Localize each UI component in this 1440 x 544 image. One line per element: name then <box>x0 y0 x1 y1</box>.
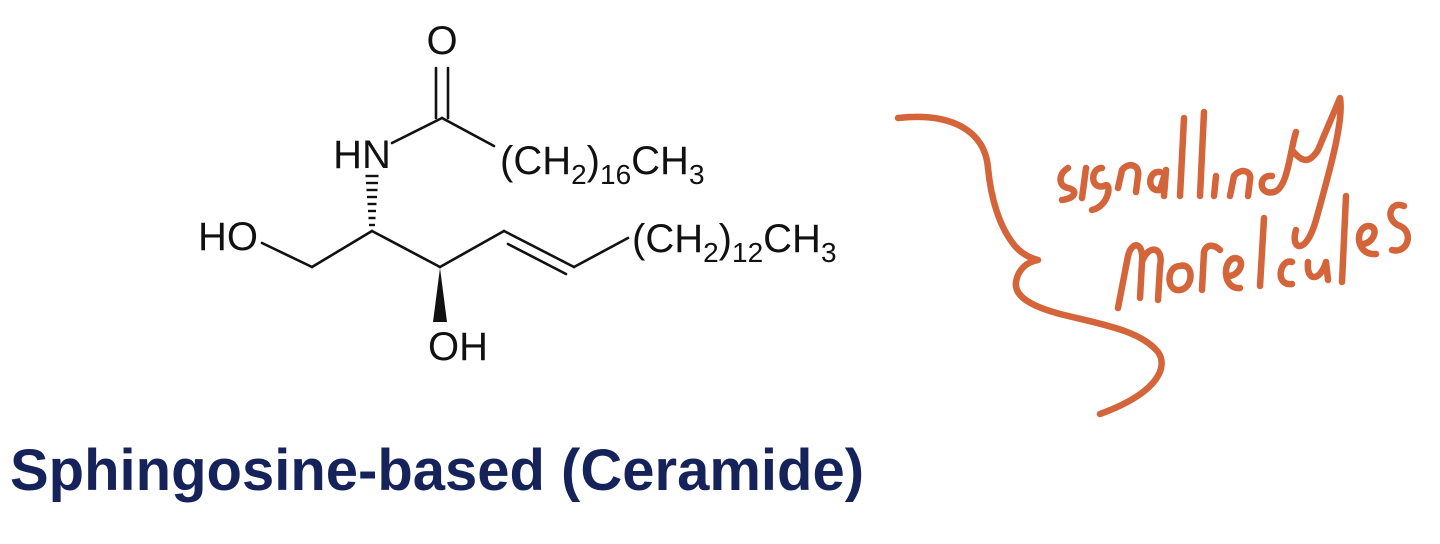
annotation-word-molecules <box>1114 192 1412 312</box>
bond-carbonyl-acyl-chain <box>440 116 496 148</box>
alkene-double-bond-a <box>502 229 576 269</box>
alkene-double-bond-b <box>506 242 568 276</box>
bond-c3-c4 <box>438 229 506 269</box>
annotation-word-signaling <box>1057 94 1344 250</box>
bond-oxygen-c1 <box>260 241 314 269</box>
handwritten-annotation <box>894 94 1412 418</box>
primary-hydroxyl-label: HO <box>198 215 258 259</box>
bond-c1-c2 <box>310 229 374 269</box>
bond-c5-alkyl-chain <box>572 236 630 269</box>
curly-brace-stroke <box>894 113 1165 418</box>
alkyl-chain-label: (CH2)12CH3 <box>632 217 837 268</box>
solid-wedge-bond <box>433 268 447 322</box>
bond-skeleton <box>260 66 630 322</box>
bond-c2-c3 <box>370 229 442 269</box>
amide-nh-label: HN <box>333 133 391 177</box>
hashed-wedge-bond <box>365 174 379 227</box>
acyl-chain-label: (CH2)16CH3 <box>500 139 705 190</box>
figure-caption: Sphingosine-based (Ceramide) <box>10 438 864 503</box>
bond-carbonyl-nitrogen <box>390 116 444 145</box>
secondary-hydroxyl-label: OH <box>428 325 488 369</box>
carbonyl-oxygen-label: O <box>426 19 457 63</box>
